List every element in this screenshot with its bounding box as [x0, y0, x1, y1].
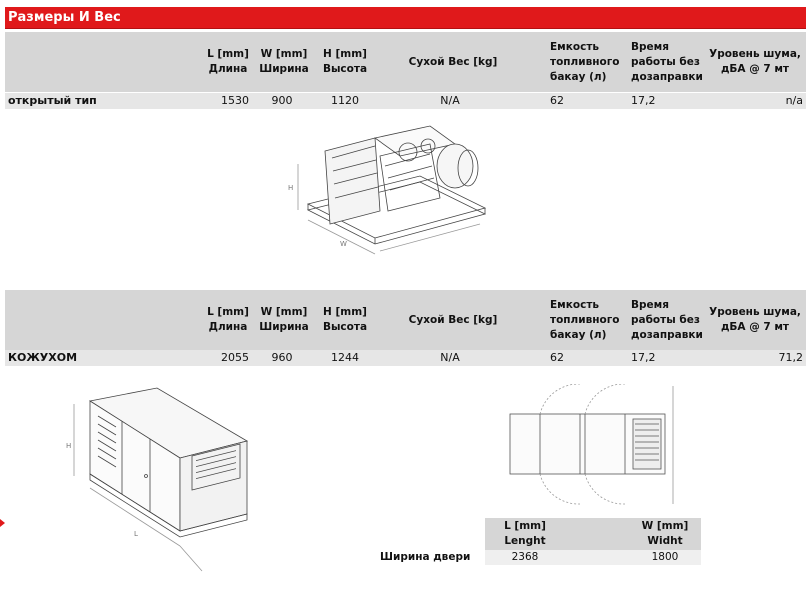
table-header-open: L [mm]Длина W [mm]Ширина H [mm]Высота Су… [5, 32, 806, 92]
section-title: Размеры И Вес [5, 7, 806, 29]
door-width-label: Ширина двери [380, 551, 471, 563]
door-table-header: L [mm]Lenght W [mm]Widht [485, 518, 701, 550]
dim-w-label: W [340, 240, 347, 248]
cell-width: 900 [271, 94, 293, 107]
cell-tank: 62 [550, 351, 564, 364]
cell-length: 2055 [221, 351, 249, 364]
red-arrow-marker [0, 519, 5, 527]
cell-dry-weight: N/A [440, 351, 460, 364]
row-label: КОЖУХОМ [8, 351, 78, 364]
cell-height: 1244 [331, 351, 359, 364]
cell-height: 1120 [331, 94, 359, 107]
header-height: H [mm]Высота [322, 48, 368, 75]
dim-l-label: L [134, 530, 138, 538]
door-table-row: 2368 1800 [485, 550, 701, 565]
row-shade [5, 93, 806, 109]
door-length-value: 2368 [511, 551, 539, 563]
dim-h-label: H [66, 442, 71, 450]
row-shade [5, 350, 806, 366]
row-label: открытый тип [8, 94, 97, 107]
table-row: открытый тип 1530 900 1120 N/A 62 17,2 n… [5, 93, 806, 109]
header-noise: Уровень шума,дБА @ 7 мт [709, 48, 801, 75]
cell-noise: n/a [785, 94, 803, 107]
canopy-generator-drawing: H L [66, 387, 249, 572]
cell-noise: 71,2 [778, 351, 804, 364]
door-header-length: L [mm]Lenght [504, 520, 546, 547]
header-dry-weight: Сухой Вес [kg] [408, 55, 498, 68]
dim-h-label: H [288, 184, 293, 192]
cell-runtime: 17,2 [631, 94, 656, 107]
header-width: W [mm]Ширина [259, 306, 309, 333]
table-row: КОЖУХОМ 2055 960 1244 N/A 62 17,2 71,2 [5, 350, 806, 366]
header-dry-weight: Сухой Вес [kg] [408, 313, 498, 326]
open-generator-drawing: H W [288, 125, 487, 255]
cell-runtime: 17,2 [631, 351, 656, 364]
cell-width: 960 [271, 351, 293, 364]
header-noise: Уровень шума,дБА @ 7 мт [709, 306, 801, 333]
table-header-canopy: L [mm]Длина W [mm]Ширина H [mm]Высота Су… [5, 290, 806, 350]
door-width-value: 1800 [651, 551, 679, 563]
door-header-width: W [mm]Widht [641, 520, 689, 547]
cell-length: 1530 [221, 94, 249, 107]
door-swing-drawing [509, 384, 674, 505]
header-length: L [mm]Длина [207, 48, 249, 75]
header-height: H [mm]Высота [322, 306, 368, 333]
header-length: L [mm]Длина [207, 306, 249, 333]
cell-dry-weight: N/A [440, 94, 460, 107]
cell-tank: 62 [550, 94, 564, 107]
header-width: W [mm]Ширина [259, 48, 309, 75]
